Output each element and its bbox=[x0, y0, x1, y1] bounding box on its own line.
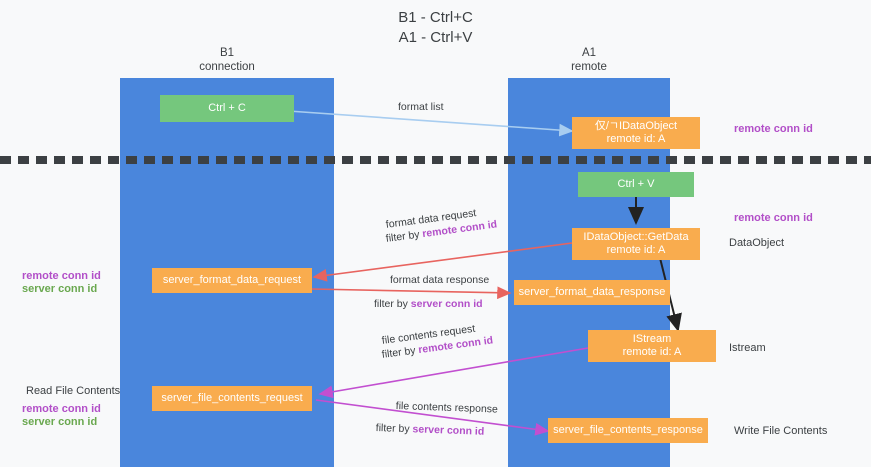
diagram-title: B1 - Ctrl+C A1 - Ctrl+V bbox=[398, 9, 473, 46]
edge-format-data-response bbox=[311, 286, 512, 300]
filter-prefix-1: filter by bbox=[385, 228, 424, 245]
phase-divider bbox=[0, 156, 871, 164]
edge-label-format-data-response-filter: filter by server conn id bbox=[374, 297, 483, 311]
side-label-left-server-conn-id-bottom: server conn id bbox=[22, 416, 98, 428]
node-server-file-contents-response[interactable]: server_file_contents_response bbox=[548, 418, 708, 443]
side-label-remote-conn-id-top: remote conn id bbox=[734, 123, 813, 135]
node-server-format-data-response[interactable]: server_format_data_response bbox=[514, 280, 670, 305]
filter-prefix-2: filter by bbox=[374, 298, 411, 310]
side-label-left-remote-conn-id-bottom: remote conn id bbox=[22, 403, 101, 415]
node-ctrl-v[interactable]: Ctrl + V bbox=[578, 172, 694, 197]
filter-prefix-3: filter by bbox=[381, 344, 420, 361]
side-label-left-server-conn-id-mid: server conn id bbox=[22, 283, 98, 295]
filter-prefix-4: filter by bbox=[375, 421, 413, 436]
node-ctrl-c[interactable]: Ctrl + C bbox=[160, 95, 294, 122]
edge-label-file-contents-response: file contents response bbox=[395, 399, 499, 416]
swimlane-header-b1: B1 connection bbox=[199, 47, 255, 73]
node-idataobject-getdata[interactable]: IDataObject::GetData remote id: A bbox=[572, 228, 700, 260]
edge-label-file-contents-response-filter: filter by server conn id bbox=[376, 421, 485, 439]
side-label-read-file-contents: Read File Contents bbox=[26, 385, 121, 397]
side-label-istream: Istream bbox=[729, 342, 766, 354]
node-idataobject[interactable]: 仅/ㄱIDataObject remote id: A bbox=[572, 117, 700, 149]
node-server-file-contents-request[interactable]: server_file_contents_request bbox=[152, 386, 312, 411]
filter-key-server-conn-id-2: server conn id bbox=[412, 423, 485, 438]
node-istream[interactable]: IStream remote id: A bbox=[588, 330, 716, 362]
swimlane-header-a1: A1 remote bbox=[571, 47, 607, 73]
side-label-remote-conn-id-mid: remote conn id bbox=[734, 212, 813, 224]
edge-label-format-data-response: format data response bbox=[390, 274, 490, 286]
side-label-write-file-contents: Write File Contents bbox=[734, 425, 828, 437]
node-server-format-data-request[interactable]: server_format_data_request bbox=[152, 268, 312, 293]
filter-key-server-conn-id-1: server conn id bbox=[410, 298, 483, 310]
side-label-dataobject: DataObject bbox=[729, 237, 785, 249]
edge-label-format-list: format list bbox=[398, 101, 444, 113]
side-label-left-remote-conn-id-mid: remote conn id bbox=[22, 270, 101, 282]
